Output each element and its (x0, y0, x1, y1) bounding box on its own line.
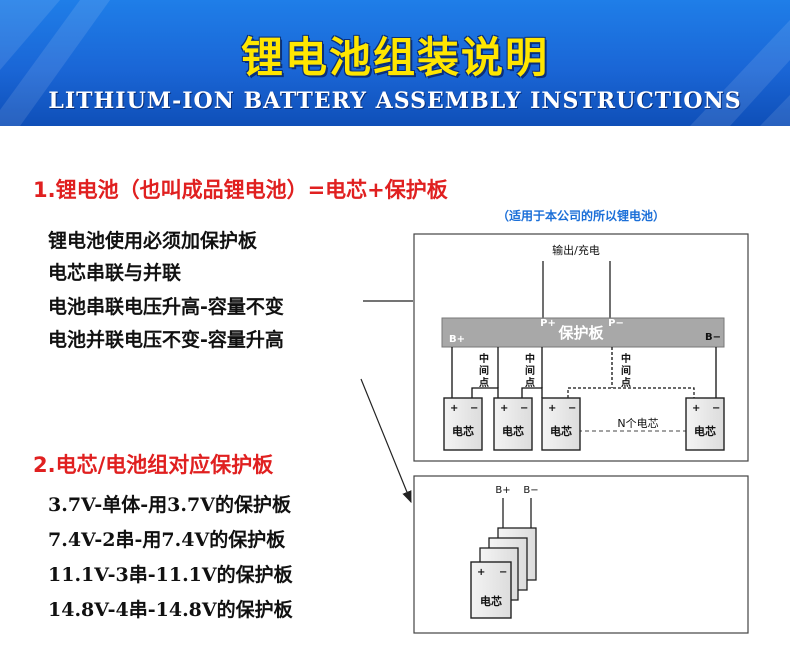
mid-label-2: 中间点 (525, 352, 535, 389)
banner-title-cn: 锂电池组装说明 (240, 33, 549, 82)
cell-1-label: 电芯 (452, 424, 474, 438)
cell-1: + − 电芯 (443, 397, 483, 451)
cell-2: + − 电芯 (493, 397, 533, 451)
stack-cell-1-body (470, 561, 512, 619)
spec-line-1: 3.7V-单体-用3.7V的保护板 (48, 494, 291, 516)
cell-3-label: 电芯 (550, 424, 572, 438)
cell-n-body (685, 397, 725, 451)
section2-heading: 2.电芯/电池组对应保护板 (33, 453, 274, 477)
cell-stack-diagram: B+ B− + − 电芯 (413, 475, 749, 634)
p-plus-label: P+ (540, 318, 556, 329)
mid-char-1b: 间 (479, 364, 489, 377)
cell-3-body (541, 397, 581, 451)
protection-board (441, 317, 725, 348)
connector-arrow (360, 378, 412, 504)
stack-b-plus-label: B+ (495, 485, 510, 496)
mid-char-2b: 间 (525, 364, 535, 377)
stack-cell-1-plus: + (477, 567, 485, 578)
cell-n-minus: − (712, 403, 720, 414)
cell-3: + − 电芯 (541, 397, 581, 451)
header-banner: 锂电池组装说明 LITHIUM-ION BATTERY ASSEMBLY INS… (0, 0, 790, 126)
cell-3-minus: − (568, 403, 576, 414)
stack-b-minus-label: B− (523, 485, 538, 496)
section1-note: （适用于本公司的所以锂电池） (497, 209, 666, 223)
output-charge-label: 输出/充电 (552, 243, 600, 257)
stack-cell-1: + − 电芯 (470, 561, 512, 619)
mid-char-2c: 点 (525, 376, 535, 389)
cell-2-plus: + (500, 403, 508, 414)
b-minus-label: B− (705, 332, 721, 343)
cell-1-body (443, 397, 483, 451)
cell-n-plus: + (692, 403, 700, 414)
n-cells-label: N个电芯 (617, 416, 658, 430)
mid-label-3: 中间点 (621, 352, 631, 389)
cell-n: + − 电芯 (685, 397, 725, 451)
banner-title-en: LITHIUM-ION BATTERY ASSEMBLY INSTRUCTION… (48, 88, 742, 114)
cell-2-minus: − (520, 403, 528, 414)
section1-line-2: 电芯串联与并联 (48, 262, 182, 284)
stack-cell-1-label: 电芯 (480, 594, 502, 608)
series-link-1 (471, 387, 499, 398)
diagram2-frame (413, 475, 749, 634)
series-link-dashed (567, 387, 695, 398)
mid-label-1: 中间点 (479, 352, 489, 389)
spec-line-2: 7.4V-2串-用7.4V的保护板 (48, 529, 286, 551)
cell-1-plus: + (450, 403, 458, 414)
section1-line-1: 锂电池使用必须加保护板 (48, 230, 258, 252)
spec-line-4: 14.8V-4串-14.8V的保护板 (48, 599, 293, 621)
mid-char-1a: 中 (479, 352, 489, 365)
cell-n-label: 电芯 (694, 424, 716, 438)
board-label: 保护板 (557, 324, 604, 342)
spec-line-3: 11.1V-3串-11.1V的保护板 (48, 564, 293, 586)
mid-char-1c: 点 (479, 376, 489, 389)
b-plus-label: B+ (449, 334, 465, 345)
cell-2-label: 电芯 (502, 424, 524, 438)
p-minus-label: P− (608, 318, 624, 329)
mid-char-3c: 点 (621, 376, 631, 389)
mid-char-2a: 中 (525, 352, 535, 365)
section1-line-4: 电池并联电压不变-容量升高 (48, 329, 284, 351)
stack-cell-1-minus: − (499, 567, 507, 578)
mid-char-3a: 中 (621, 352, 631, 365)
protection-board-diagram: 输出/充电 P+ P− 保护板 B+ B− 中间点 中间点 中间点 N个电芯 (413, 233, 749, 462)
section1-line-3: 电池串联电压升高-容量不变 (48, 296, 284, 318)
cell-3-plus: + (548, 403, 556, 414)
section1-heading: 1.锂电池（也叫成品锂电池）=电芯+保护板 (33, 178, 448, 202)
series-link-2 (521, 387, 543, 398)
cell-1-minus: − (470, 403, 478, 414)
cell-2-body (493, 397, 533, 451)
mid-char-3b: 间 (621, 364, 631, 377)
banner-stripes (0, 0, 790, 126)
